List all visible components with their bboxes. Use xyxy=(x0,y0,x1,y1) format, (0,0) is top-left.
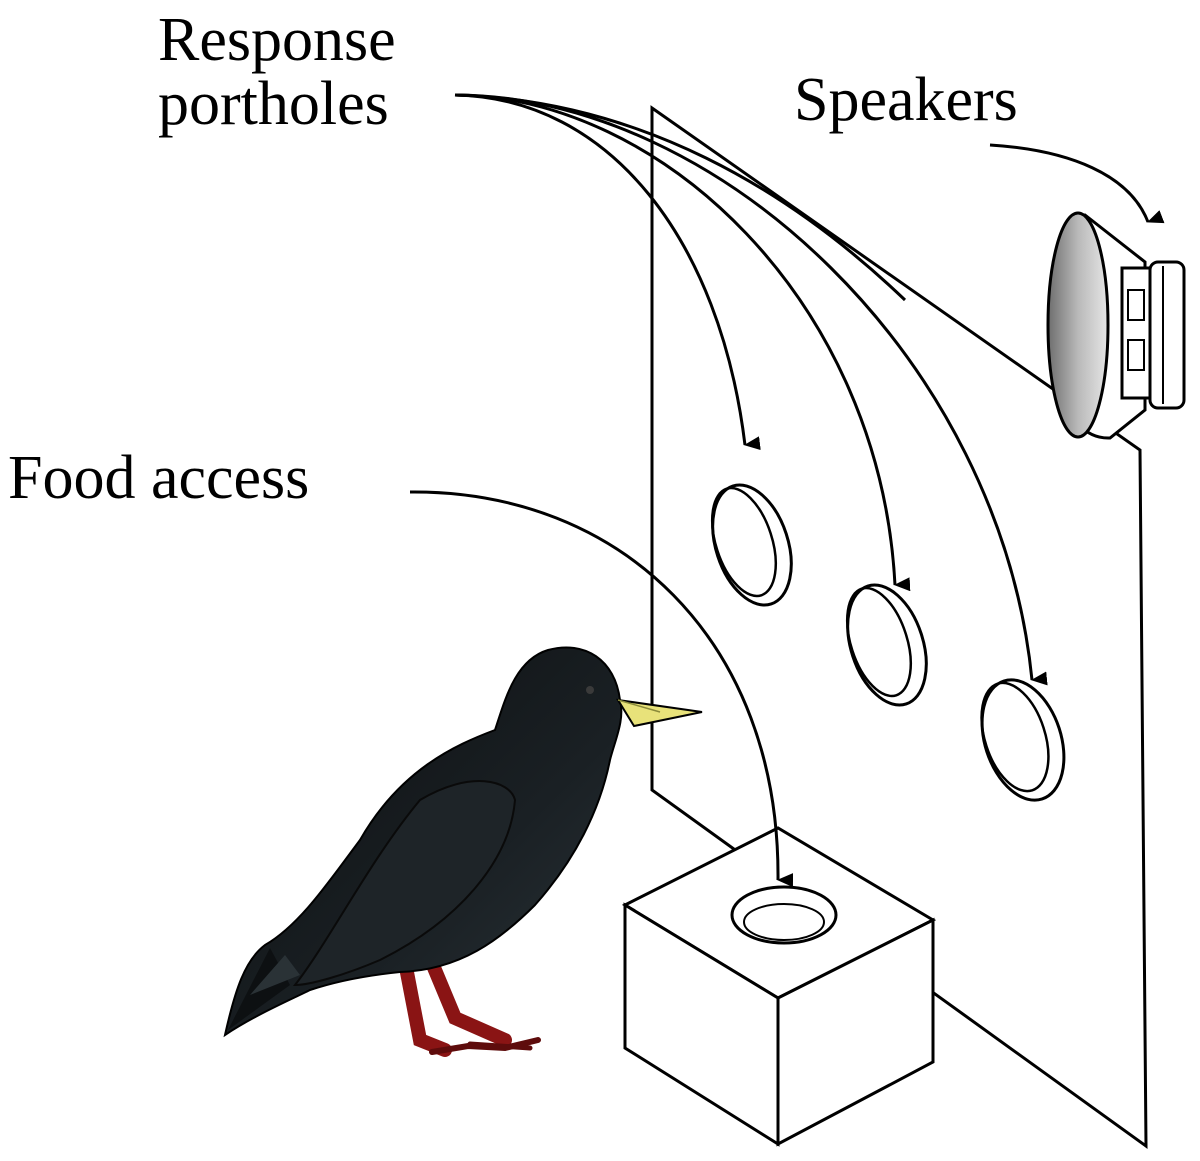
response-arrows xyxy=(454,93,1048,686)
porthole-1 xyxy=(710,483,793,607)
speaker-icon xyxy=(1046,211,1186,440)
speaker-arrow xyxy=(989,143,1165,224)
response-portholes-label-line-1: Response xyxy=(158,6,396,74)
food-access-label: Food access xyxy=(8,444,310,512)
response-portholes-label: Response portholes xyxy=(158,8,396,136)
speakers-label: Speakers xyxy=(794,66,1018,134)
response-portholes-label-line-2: portholes xyxy=(158,70,389,138)
porthole-3 xyxy=(980,678,1066,802)
starling-icon xyxy=(223,646,703,1057)
porthole-2 xyxy=(845,583,928,707)
food-arrow xyxy=(409,490,794,888)
food-hopper-box xyxy=(621,826,937,1147)
